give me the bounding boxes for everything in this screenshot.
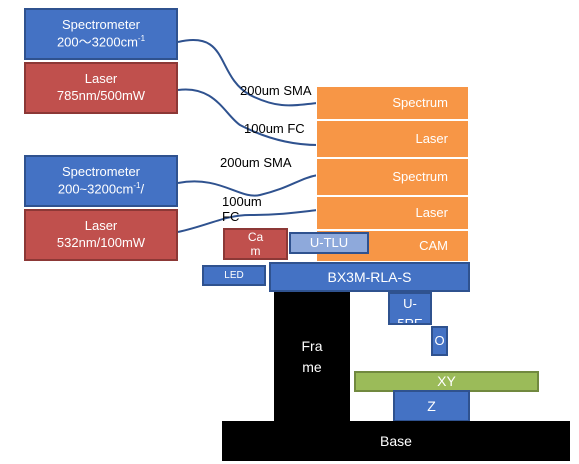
u5re-box: U- 5RE 0 (388, 292, 432, 325)
led-box: LED (202, 265, 266, 286)
stack-laser-1: Laser (316, 120, 469, 158)
objective-box: O (431, 326, 448, 356)
cam-box: Ca m (223, 228, 288, 260)
bx3m-box: BX3M-RLA-S (269, 262, 470, 292)
xy-stage: XY (354, 371, 539, 392)
cable-spectrometer-1 (177, 39, 319, 107)
cable-label-1: 200um SMA (240, 83, 312, 98)
cable-label-2: 100um FC (244, 121, 305, 136)
stack-spectrum-1: Spectrum (316, 86, 469, 120)
u-tlu-box: U-TLU (289, 232, 369, 254)
cable-label-4: 100um FC (222, 194, 262, 224)
z-stage: Z (393, 390, 470, 422)
stack-spectrum-2: Spectrum (316, 158, 469, 196)
cable-laser-1 (177, 88, 319, 146)
cable-laser-2 (177, 209, 319, 233)
frame-block: Fra me (274, 292, 350, 422)
cable-spectrometer-2 (177, 174, 319, 197)
base-block: Base (222, 421, 570, 461)
stack-laser-2: Laser (316, 196, 469, 230)
cable-label-3: 200um SMA (220, 155, 292, 170)
